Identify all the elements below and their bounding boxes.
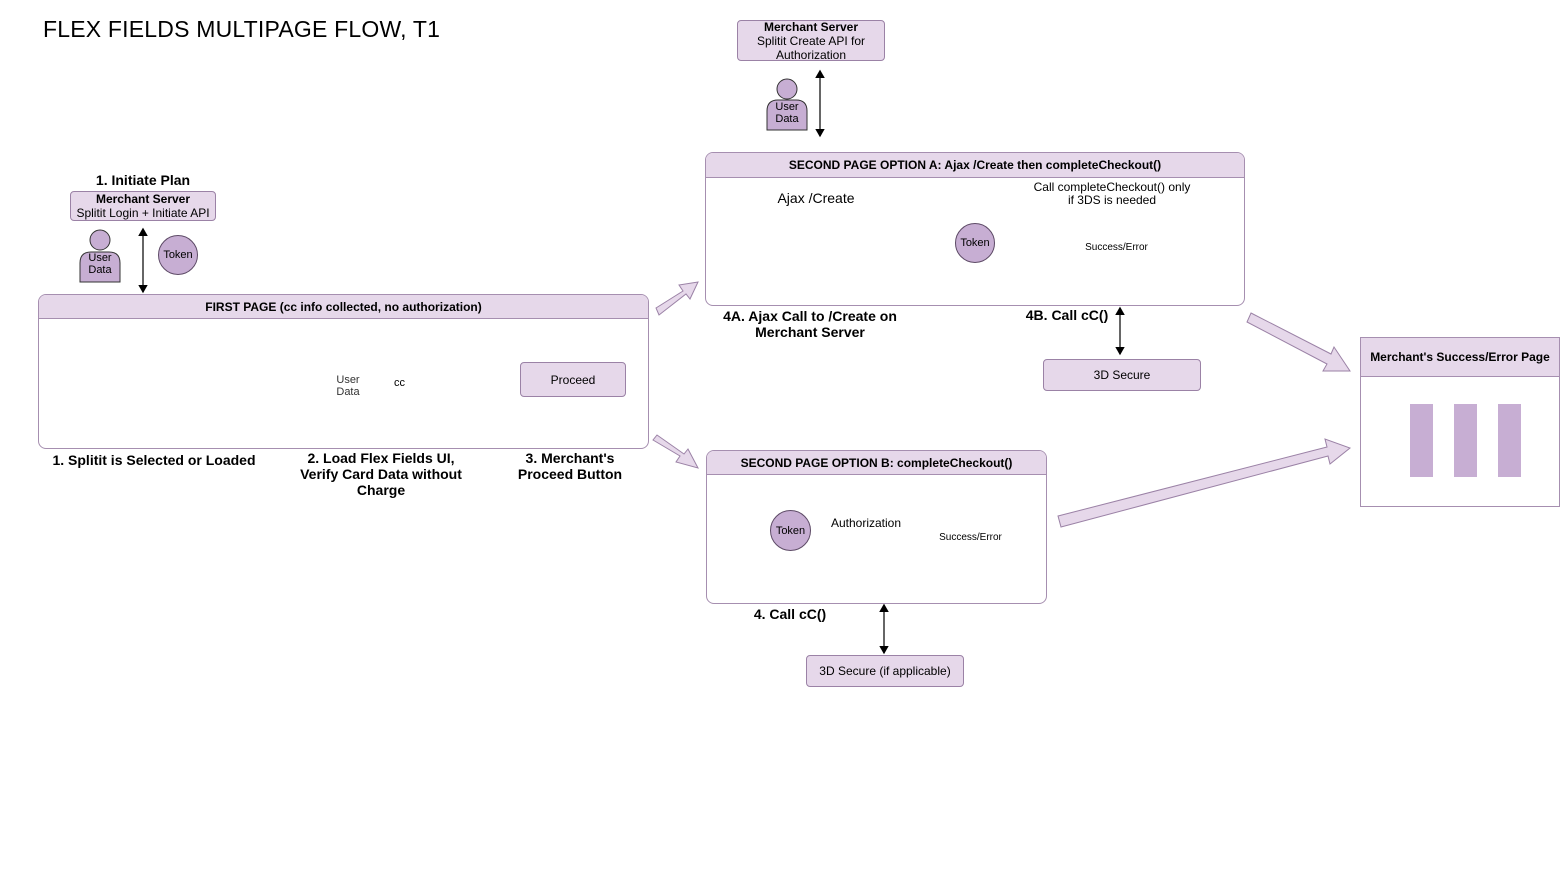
result-bar-1 bbox=[1410, 404, 1433, 477]
authorization-label: Authorization bbox=[830, 516, 902, 530]
step1-label: 1. Splitit is Selected or Loaded bbox=[52, 452, 256, 468]
result-bar-3 bbox=[1498, 404, 1521, 477]
step2-label: 2. Load Flex Fields UI,Verify Card Data … bbox=[300, 450, 462, 498]
first-page-header: FIRST PAGE (cc info collected, no author… bbox=[39, 295, 648, 319]
option-b-header: SECOND PAGE OPTION B: completeCheckout() bbox=[707, 451, 1046, 475]
result-page-header: Merchant's Success/Error Page bbox=[1361, 338, 1559, 377]
ajax-create-label: Ajax /Create bbox=[777, 190, 855, 206]
merchant-server-initiate-box: Merchant Server Splitit Login + Initiate… bbox=[70, 191, 216, 221]
initiate-server-title: Merchant Server bbox=[95, 192, 191, 206]
create-api-line2: Authorization bbox=[775, 47, 847, 62]
cc-card-label: cc bbox=[394, 377, 405, 389]
arrow-a-to-result bbox=[1246, 312, 1351, 372]
step4b-label: 4B. Call cC() bbox=[1025, 307, 1109, 323]
token-circle-option-b: Token bbox=[770, 510, 811, 551]
token-circle-initiate: Token bbox=[158, 235, 198, 275]
result-page-frame: Merchant's Success/Error Page bbox=[1360, 337, 1560, 507]
proceed-button[interactable]: Proceed bbox=[520, 362, 626, 397]
arrow-to-option-a bbox=[655, 281, 699, 316]
result-bar-2 bbox=[1454, 404, 1477, 477]
arrow-to-option-b bbox=[652, 434, 699, 469]
secure-box-b: 3D Secure (if applicable) bbox=[806, 655, 964, 687]
merchant-server-create-box: Merchant Server Splitit Create API for A… bbox=[737, 19, 885, 62]
initiate-server-sub: Splitit Login + Initiate API bbox=[76, 206, 210, 220]
user-figure-initiate bbox=[79, 229, 121, 283]
create-api-line1: Splitit Create API for bbox=[756, 33, 866, 48]
initiate-plan-label: 1. Initiate Plan bbox=[95, 172, 191, 188]
user-figure-top bbox=[766, 78, 808, 131]
step4-label: 4. Call cC() bbox=[753, 606, 827, 622]
envelope-label-option-b: Success/Error bbox=[939, 532, 1002, 543]
secure-box-a: 3D Secure bbox=[1043, 359, 1201, 391]
envelope-label-option-a: Success/Error bbox=[1085, 242, 1148, 253]
merchant-server-title: Merchant Server bbox=[763, 19, 859, 34]
diagram-title: FLEX FIELDS MULTIPAGE FLOW, T1 bbox=[43, 16, 441, 42]
option-a-header: SECOND PAGE OPTION A: Ajax /Create then … bbox=[706, 153, 1244, 178]
token-circle-option-a: Token bbox=[955, 223, 995, 263]
option-b-frame: SECOND PAGE OPTION B: completeCheckout() bbox=[706, 450, 1047, 604]
arrow-b-to-result bbox=[1057, 438, 1352, 528]
